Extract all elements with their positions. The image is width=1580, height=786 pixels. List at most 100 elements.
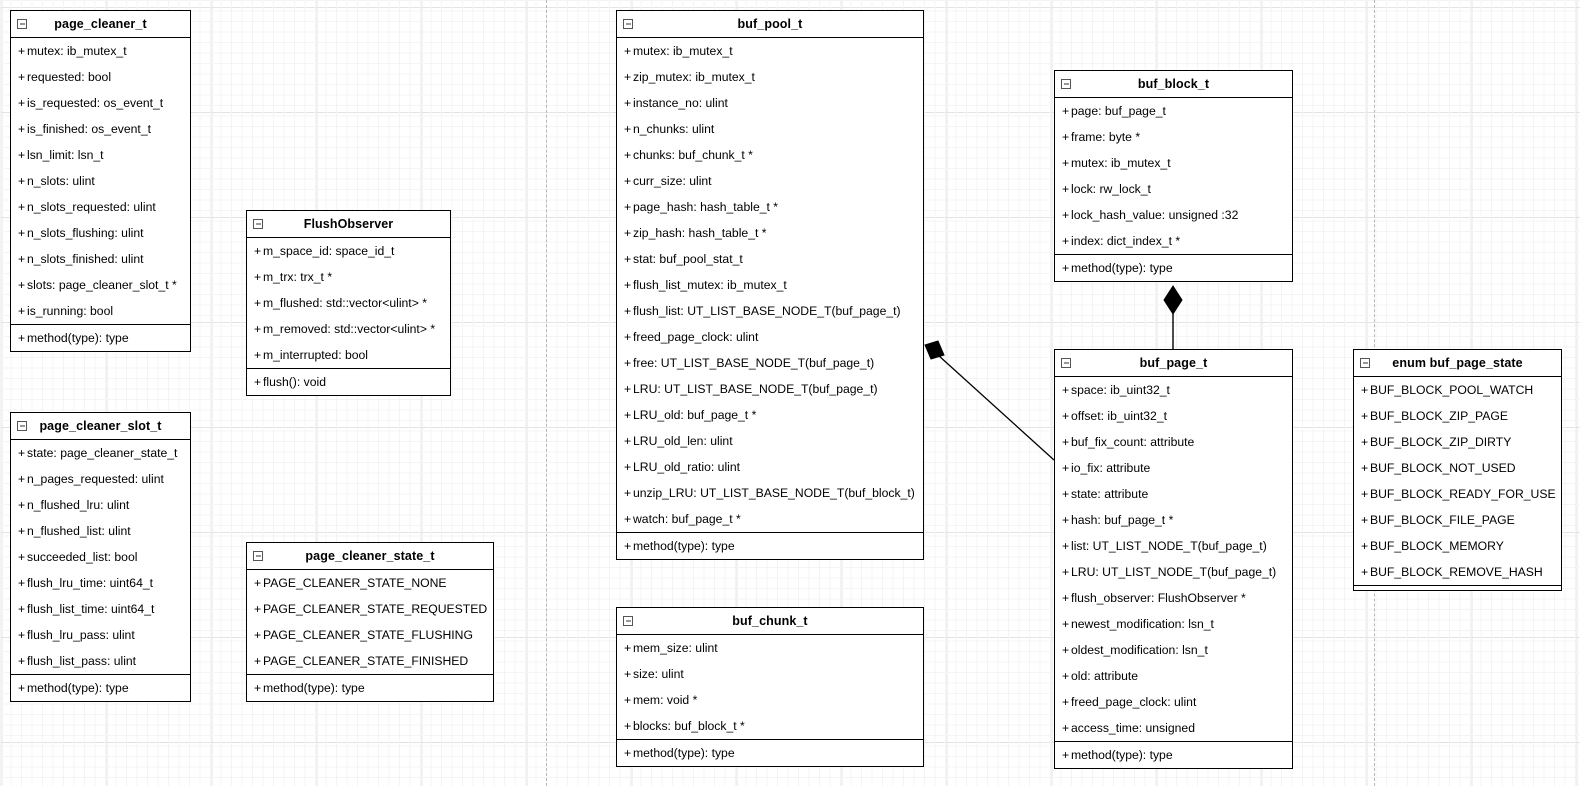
visibility-marker: + xyxy=(254,375,262,389)
uml-class-page_cleaner_slot_t[interactable]: page_cleaner_slot_t+state: page_cleaner_… xyxy=(10,412,191,702)
uml-attribute-label: size: ulint xyxy=(633,667,684,681)
uml-class-title: buf_page_t xyxy=(1139,356,1208,370)
visibility-marker: + xyxy=(18,70,26,84)
uml-attribute-label: flush_list_time: uint64_t xyxy=(27,602,155,616)
collapse-minus-icon[interactable] xyxy=(1061,358,1071,368)
visibility-marker: + xyxy=(1062,383,1070,397)
visibility-marker: + xyxy=(18,304,26,318)
uml-class-buf_pool_t[interactable]: buf_pool_t+mutex: ib_mutex_t+zip_mutex: … xyxy=(616,10,924,560)
visibility-marker: + xyxy=(1062,208,1070,222)
visibility-marker: + xyxy=(254,602,262,616)
uml-attribute-row: +instance_no: ulint xyxy=(617,90,923,116)
uml-class-page_cleaner_state_t[interactable]: page_cleaner_state_t+PAGE_CLEANER_STATE_… xyxy=(246,542,494,702)
uml-methods-section: +method(type): type xyxy=(617,739,923,766)
uml-class-title: buf_chunk_t xyxy=(732,614,808,628)
uml-attribute-row: +state: page_cleaner_state_t xyxy=(11,440,190,466)
visibility-marker: + xyxy=(18,602,26,616)
uml-attributes-section: +mutex: ib_mutex_t+zip_mutex: ib_mutex_t… xyxy=(617,38,923,532)
collapse-minus-icon[interactable] xyxy=(17,421,27,431)
uml-attribute-row: +n_slots_finished: ulint xyxy=(11,246,190,272)
uml-attribute-label: m_interrupted: bool xyxy=(263,348,369,362)
uml-method-row: +method(type): type xyxy=(617,533,923,559)
uml-attribute-label: requested: bool xyxy=(27,70,112,84)
uml-attribute-row: +mutex: ib_mutex_t xyxy=(617,38,923,64)
uml-class-buf_chunk_t[interactable]: buf_chunk_t+mem_size: ulint+size: ulint+… xyxy=(616,607,924,767)
uml-attribute-label: is_requested: os_event_t xyxy=(27,96,164,110)
visibility-marker: + xyxy=(18,331,26,345)
uml-attribute-label: BUF_BLOCK_NOT_USED xyxy=(1370,461,1516,475)
visibility-marker: + xyxy=(1062,565,1070,579)
visibility-marker: + xyxy=(624,667,632,681)
uml-attribute-row: +freed_page_clock: ulint xyxy=(1055,689,1292,715)
visibility-marker: + xyxy=(18,148,26,162)
uml-attribute-label: BUF_BLOCK_ZIP_DIRTY xyxy=(1370,435,1512,449)
uml-class-buf_page_t[interactable]: buf_page_t+space: ib_uint32_t+offset: ib… xyxy=(1054,349,1293,769)
uml-class-buf_block_t[interactable]: buf_block_t+page: buf_page_t+frame: byte… xyxy=(1054,70,1293,282)
uml-class-header-enum_buf_page_state[interactable]: enum buf_page_state xyxy=(1354,350,1561,377)
collapse-minus-icon[interactable] xyxy=(623,616,633,626)
visibility-marker: + xyxy=(624,278,632,292)
uml-attribute-label: freed_page_clock: ulint xyxy=(1071,695,1197,709)
uml-class-header-buf_pool_t[interactable]: buf_pool_t xyxy=(617,11,923,38)
uml-class-header-FlushObserver[interactable]: FlushObserver xyxy=(247,211,450,238)
uml-attribute-row: +n_flushed_list: ulint xyxy=(11,518,190,544)
uml-attribute-row: +mem: void * xyxy=(617,687,923,713)
visibility-marker: + xyxy=(624,693,632,707)
collapse-minus-icon[interactable] xyxy=(253,219,263,229)
uml-class-header-page_cleaner_slot_t[interactable]: page_cleaner_slot_t xyxy=(11,413,190,440)
uml-attribute-label: m_trx: trx_t * xyxy=(263,270,333,284)
uml-attribute-row: +lock: rw_lock_t xyxy=(1055,176,1292,202)
uml-attribute-row: +free: UT_LIST_BASE_NODE_T(buf_page_t) xyxy=(617,350,923,376)
collapse-minus-icon[interactable] xyxy=(253,551,263,561)
uml-attribute-label: state: page_cleaner_state_t xyxy=(27,446,178,460)
uml-class-page_cleaner_t[interactable]: page_cleaner_t+mutex: ib_mutex_t+request… xyxy=(10,10,191,352)
uml-attribute-label: lock_hash_value: unsigned :32 xyxy=(1071,208,1239,222)
uml-class-header-buf_page_t[interactable]: buf_page_t xyxy=(1055,350,1292,377)
uml-attribute-row: +is_running: bool xyxy=(11,298,190,324)
visibility-marker: + xyxy=(1062,539,1070,553)
uml-class-header-buf_block_t[interactable]: buf_block_t xyxy=(1055,71,1292,98)
uml-attribute-label: old: attribute xyxy=(1071,669,1139,683)
visibility-marker: + xyxy=(624,148,632,162)
visibility-marker: + xyxy=(624,44,632,58)
uml-attribute-row: +state: attribute xyxy=(1055,481,1292,507)
visibility-marker: + xyxy=(624,434,632,448)
uml-attribute-label: n_slots_flushing: ulint xyxy=(27,226,144,240)
uml-class-FlushObserver[interactable]: FlushObserver+m_space_id: space_id_t+m_t… xyxy=(246,210,451,396)
uml-method-row: +method(type): type xyxy=(11,325,190,351)
uml-attributes-section: +state: page_cleaner_state_t+n_pages_req… xyxy=(11,440,190,674)
uml-attribute-label: PAGE_CLEANER_STATE_FLUSHING xyxy=(263,628,473,642)
uml-attribute-row: +list: UT_LIST_NODE_T(buf_page_t) xyxy=(1055,533,1292,559)
uml-attribute-row: +PAGE_CLEANER_STATE_NONE xyxy=(247,570,493,596)
uml-attribute-row: +is_requested: os_event_t xyxy=(11,90,190,116)
uml-attribute-label: BUF_BLOCK_REMOVE_HASH xyxy=(1370,565,1543,579)
uml-attribute-label: n_flushed_list: ulint xyxy=(27,524,131,538)
visibility-marker: + xyxy=(1361,565,1369,579)
visibility-marker: + xyxy=(624,746,632,760)
visibility-marker: + xyxy=(624,719,632,733)
uml-class-enum_buf_page_state[interactable]: enum buf_page_state+BUF_BLOCK_POOL_WATCH… xyxy=(1353,349,1562,591)
collapse-minus-icon[interactable] xyxy=(17,19,27,29)
collapse-minus-icon[interactable] xyxy=(1360,358,1370,368)
uml-attribute-label: LRU_old_len: ulint xyxy=(633,434,733,448)
uml-attribute-row: +PAGE_CLEANER_STATE_FINISHED xyxy=(247,648,493,674)
collapse-minus-icon[interactable] xyxy=(623,19,633,29)
uml-attribute-row: +chunks: buf_chunk_t * xyxy=(617,142,923,168)
uml-class-header-page_cleaner_t[interactable]: page_cleaner_t xyxy=(11,11,190,38)
visibility-marker: + xyxy=(18,628,26,642)
visibility-marker: + xyxy=(624,200,632,214)
uml-methods-section: +method(type): type xyxy=(617,532,923,559)
collapse-minus-icon[interactable] xyxy=(1061,79,1071,89)
uml-attribute-row: +m_flushed: std::vector<ulint> * xyxy=(247,290,450,316)
visibility-marker: + xyxy=(1062,156,1070,170)
uml-method-label: method(type): type xyxy=(1071,748,1173,762)
uml-attribute-row: +BUF_BLOCK_READY_FOR_USE xyxy=(1354,481,1561,507)
uml-attribute-row: +m_removed: std::vector<ulint> * xyxy=(247,316,450,342)
visibility-marker: + xyxy=(18,44,26,58)
visibility-marker: + xyxy=(254,576,262,590)
uml-method-row: +method(type): type xyxy=(247,675,493,701)
uml-class-header-page_cleaner_state_t[interactable]: page_cleaner_state_t xyxy=(247,543,493,570)
uml-class-header-buf_chunk_t[interactable]: buf_chunk_t xyxy=(617,608,923,635)
uml-attribute-label: blocks: buf_block_t * xyxy=(633,719,745,733)
uml-attribute-label: n_flushed_lru: ulint xyxy=(27,498,130,512)
